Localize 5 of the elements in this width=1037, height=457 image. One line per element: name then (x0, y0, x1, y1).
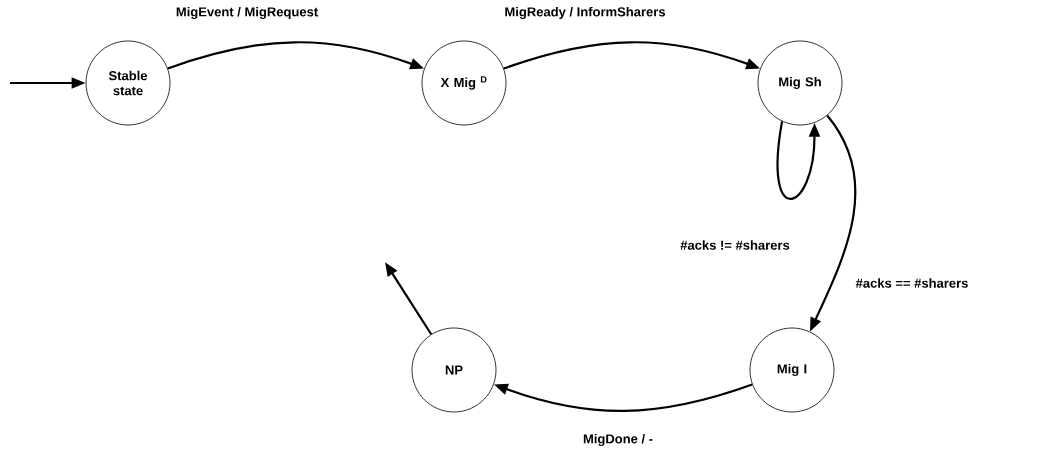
edge-label: MigEvent / MigRequest (174, 5, 320, 21)
edge-label: MigDone / - (582, 432, 655, 448)
edge-label: MigReady / InformSharers (503, 5, 667, 21)
edge-label: #acks == #sharers (854, 277, 970, 289)
edge-label: #acks != #sharers (679, 239, 791, 251)
